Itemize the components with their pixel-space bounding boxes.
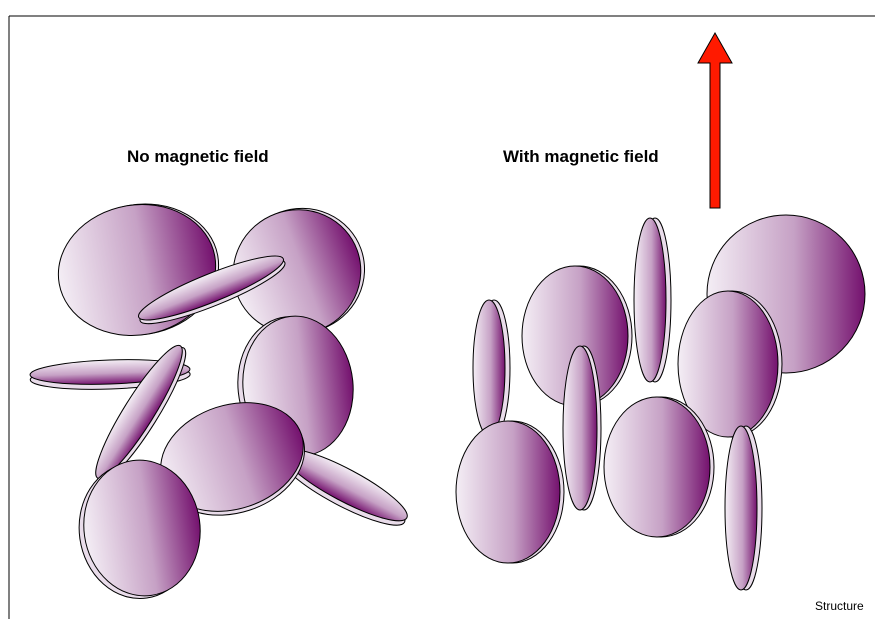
right-panel-label: With magnetic field bbox=[503, 147, 659, 167]
disc bbox=[563, 346, 601, 510]
disc bbox=[634, 218, 671, 382]
credit-text: Structure bbox=[815, 599, 864, 613]
right-disc-cluster bbox=[456, 215, 865, 590]
magnetic-field-arrow-icon bbox=[698, 33, 732, 208]
disc bbox=[473, 300, 510, 436]
left-panel-label: No magnetic field bbox=[127, 147, 269, 167]
left-disc-cluster bbox=[30, 190, 415, 606]
disc bbox=[48, 192, 229, 348]
disc bbox=[725, 426, 762, 590]
disc bbox=[604, 397, 714, 537]
disc bbox=[456, 421, 564, 563]
